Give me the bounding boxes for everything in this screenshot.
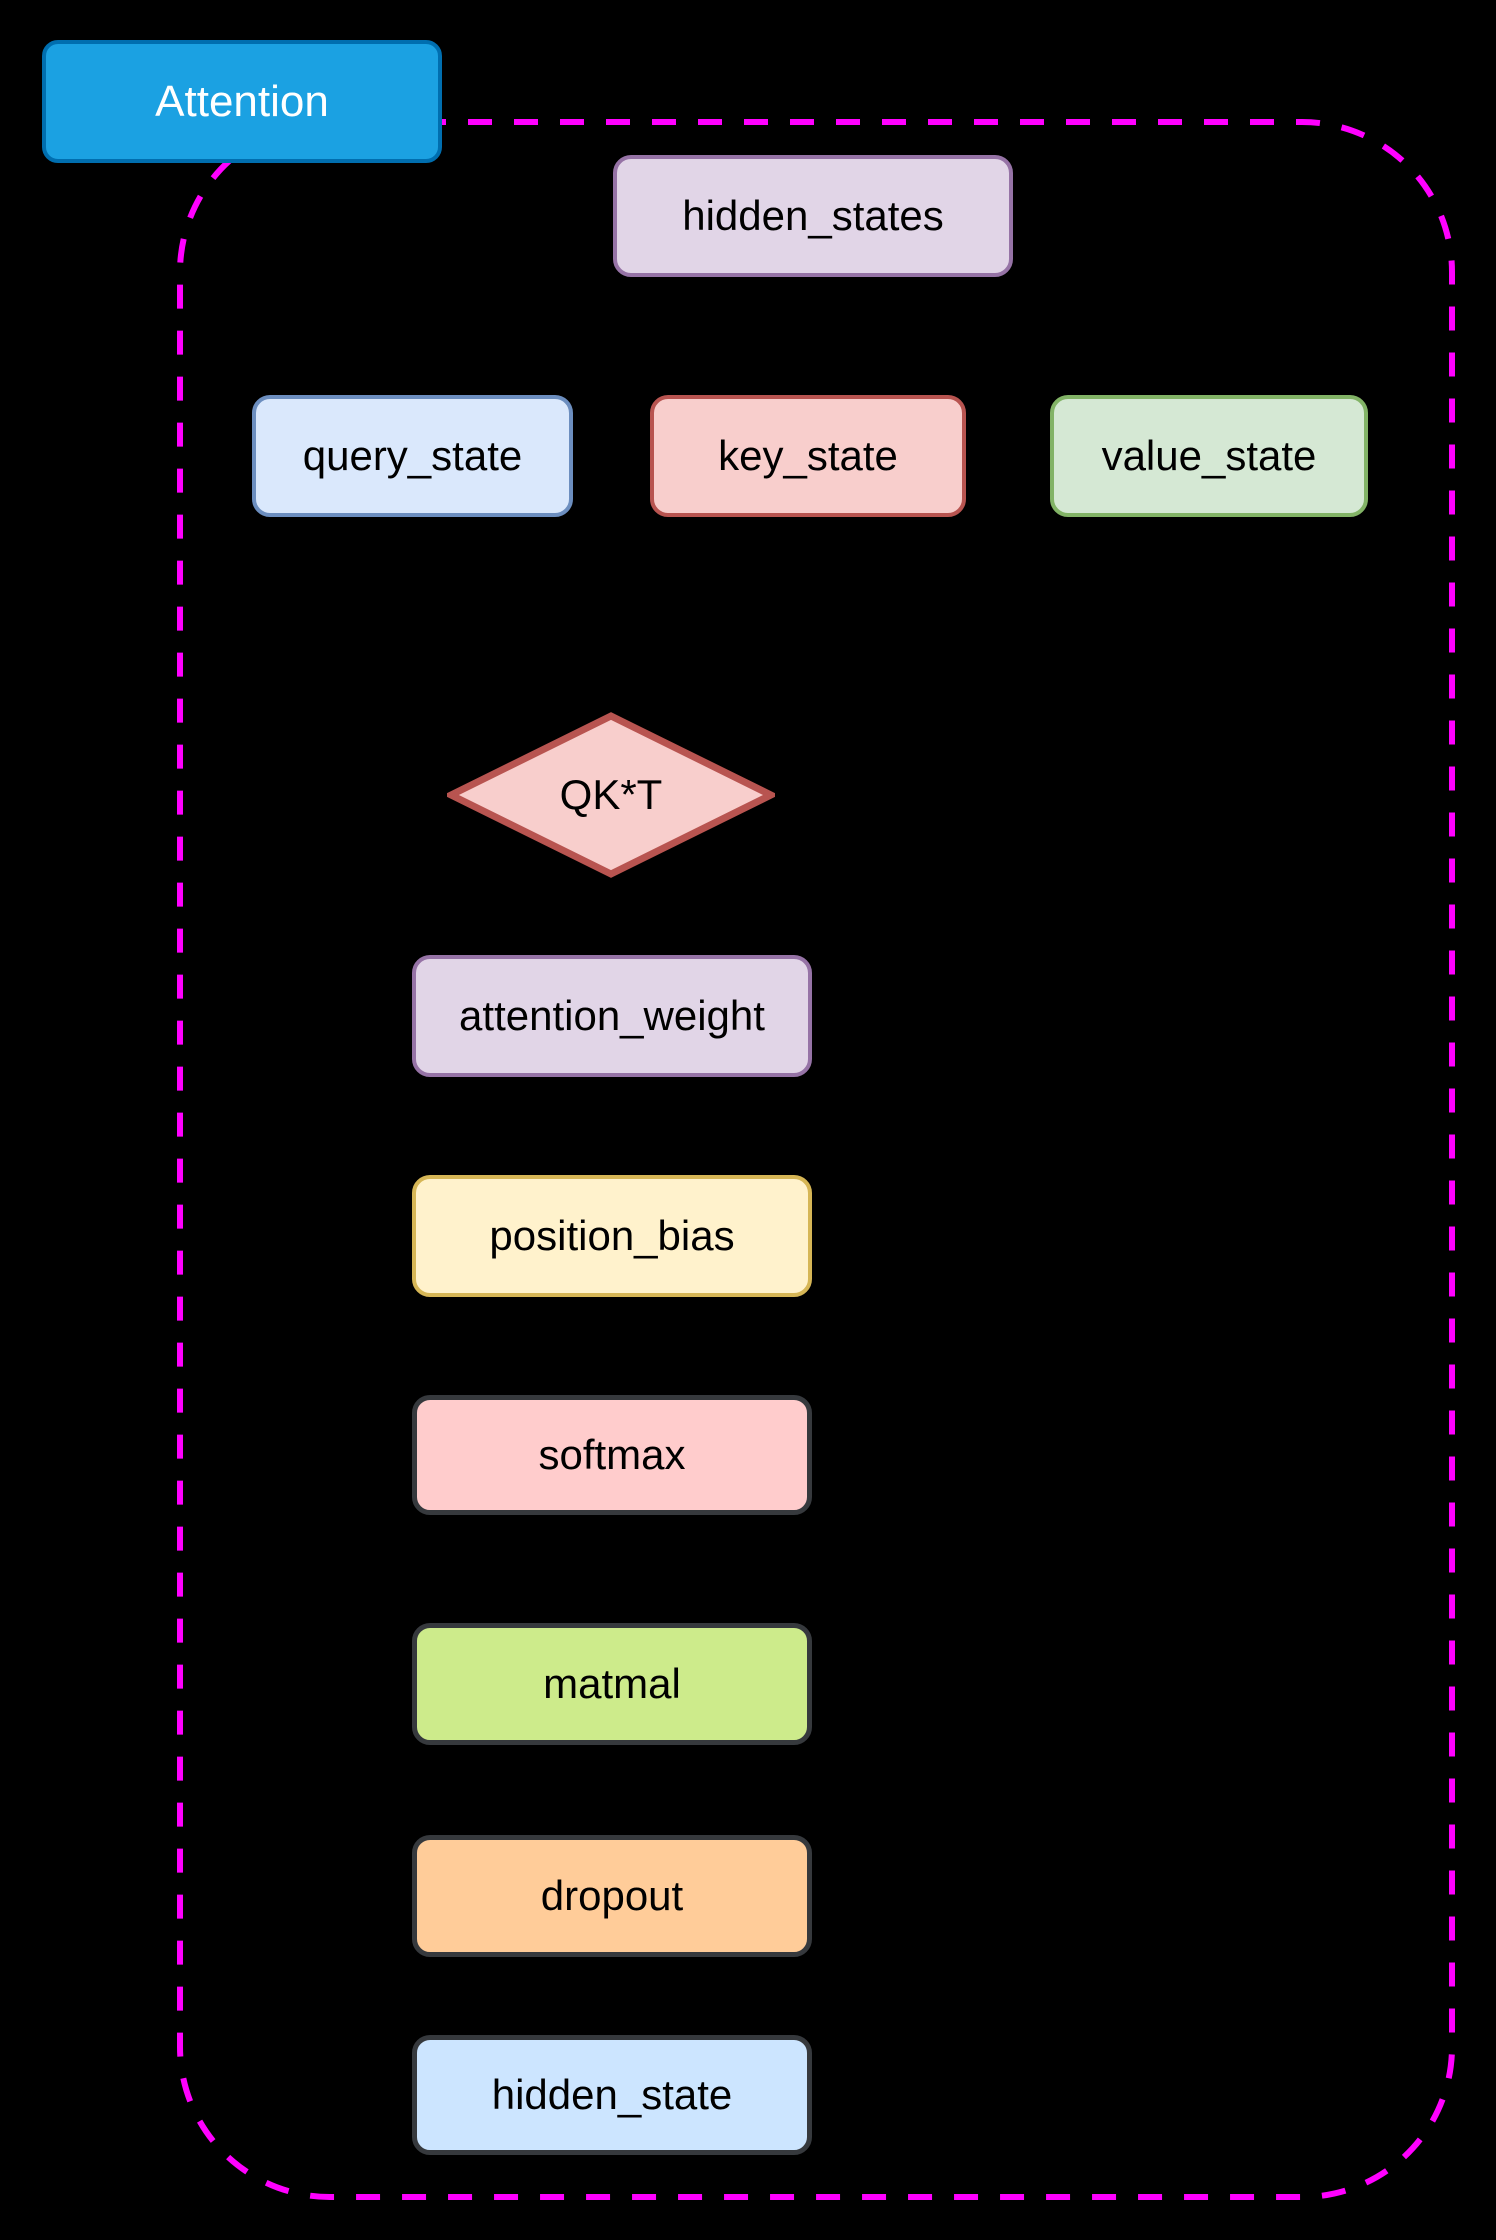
node-hidden-state-label: hidden_state xyxy=(491,2071,733,2118)
node-hidden-states-label: hidden_states xyxy=(682,192,944,239)
node-key-state-label: key_state xyxy=(718,432,898,479)
node-value-state[interactable]: value_state xyxy=(1050,395,1368,517)
node-query-state[interactable]: query_state xyxy=(252,395,573,517)
node-position-bias[interactable]: position_bias xyxy=(412,1175,812,1297)
node-softmax[interactable]: softmax xyxy=(412,1395,812,1515)
node-matmal-label: matmal xyxy=(543,1660,681,1707)
node-hidden-states[interactable]: hidden_states xyxy=(613,155,1013,277)
attention-group-title[interactable]: Attention xyxy=(42,40,442,163)
dashed-border xyxy=(177,119,1455,2200)
qkt-diamond-shape xyxy=(447,712,775,878)
node-qkt[interactable]: QK*T xyxy=(447,712,775,878)
node-dropout-label: dropout xyxy=(540,1872,684,1919)
node-qkt-label: QK*T xyxy=(559,771,663,818)
node-position-bias-label: position_bias xyxy=(489,1212,735,1259)
node-matmal[interactable]: matmal xyxy=(412,1623,812,1745)
node-softmax-label: softmax xyxy=(538,1431,686,1478)
attention-group-title-label: Attention xyxy=(155,76,329,126)
node-value-state-label: value_state xyxy=(1101,432,1317,479)
node-dropout[interactable]: dropout xyxy=(412,1835,812,1957)
node-key-state[interactable]: key_state xyxy=(650,395,966,517)
node-hidden-state[interactable]: hidden_state xyxy=(412,2035,812,2155)
node-query-state-label: query_state xyxy=(302,432,523,479)
node-attention-weight[interactable]: attention_weight xyxy=(412,955,812,1077)
node-attention-weight-label: attention_weight xyxy=(459,992,765,1039)
